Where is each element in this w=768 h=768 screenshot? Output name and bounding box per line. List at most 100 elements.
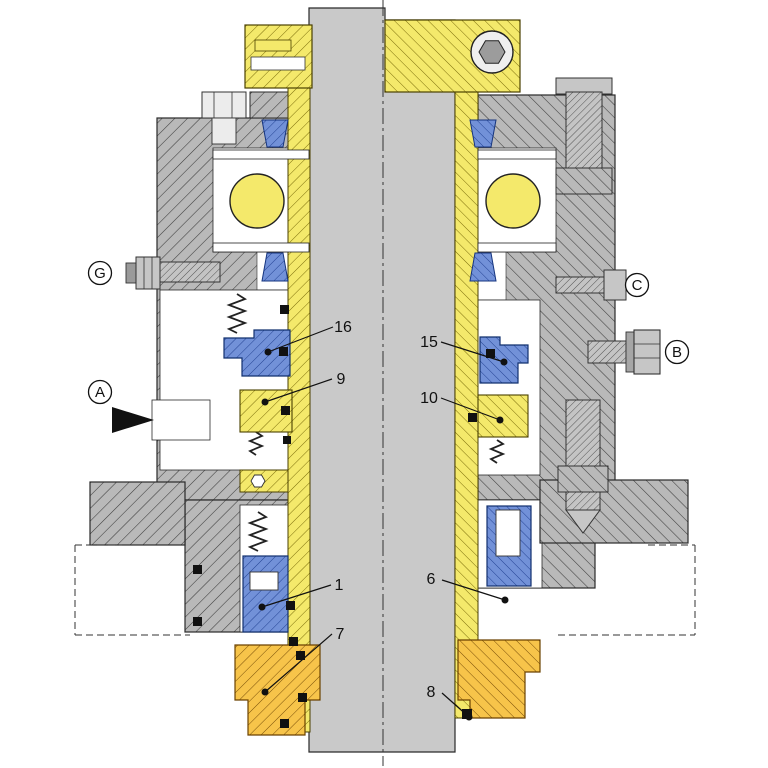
o-ring xyxy=(286,601,295,610)
circle-b xyxy=(664,339,690,365)
left-seal-face-16 xyxy=(223,329,291,377)
circle-a xyxy=(87,379,113,405)
right-bearing-outer-race xyxy=(477,149,557,160)
left-bearing-ball xyxy=(229,173,285,229)
leader-dot xyxy=(261,398,269,406)
part-number-labels: 16 9 15 10 1 6 7 8 xyxy=(334,319,438,701)
c-bolt-head xyxy=(603,269,627,301)
leader-16 xyxy=(267,326,334,353)
label-7: 7 xyxy=(336,626,345,643)
leader-8 xyxy=(441,692,470,718)
lower-right-stud xyxy=(565,399,601,511)
leaders-group xyxy=(261,326,506,718)
o-ring xyxy=(279,347,288,356)
right-bottom-seal-wedge xyxy=(469,252,497,282)
stud-tip xyxy=(565,509,601,534)
bearings-group xyxy=(212,149,557,253)
lower-right-pin xyxy=(495,509,521,557)
o-rings-group xyxy=(193,305,495,728)
o-ring xyxy=(281,406,290,415)
right-gland-8 xyxy=(457,639,541,719)
label-g: G xyxy=(94,265,106,282)
hex-socket-icon xyxy=(478,40,506,64)
leader-7 xyxy=(264,633,333,693)
connection-letters: G A C B xyxy=(87,260,690,433)
top-collars-group xyxy=(244,19,521,93)
label-16: 16 xyxy=(334,319,352,336)
label-6: 6 xyxy=(427,571,436,588)
label-15: 15 xyxy=(420,334,438,351)
o-ring xyxy=(468,413,477,422)
left-port-a xyxy=(151,399,211,441)
datum-lines-group xyxy=(74,544,696,636)
upper-left-spring xyxy=(226,293,248,334)
leader-dots-group xyxy=(258,348,509,721)
leader-6 xyxy=(441,579,506,601)
lower-left-seal-1 xyxy=(242,555,289,633)
left-seat-spring xyxy=(247,431,265,456)
right-seal-seat-10 xyxy=(477,394,529,438)
set-screw-hex-icon xyxy=(250,474,266,488)
label-10: 10 xyxy=(420,390,438,407)
bearing-seals-group xyxy=(261,119,497,282)
leader-1 xyxy=(261,584,332,608)
lower-seals-group xyxy=(242,505,532,633)
g-bolt-shank xyxy=(159,261,221,283)
b-bolt-shank xyxy=(587,340,627,364)
circle-g xyxy=(87,260,113,286)
b-bolt-washer xyxy=(625,331,635,373)
right-seal-chamber xyxy=(477,299,541,476)
left-bearing-outer-race xyxy=(212,149,310,160)
o-ring xyxy=(289,637,298,646)
g-bolt-head xyxy=(135,256,161,290)
leader-dot xyxy=(501,596,509,604)
left-flange xyxy=(89,481,186,546)
label-c: C xyxy=(632,277,643,294)
leader-9 xyxy=(264,378,333,403)
leader-10 xyxy=(440,397,501,421)
label-b: B xyxy=(672,344,682,361)
top-right-nut xyxy=(555,167,613,195)
o-ring xyxy=(283,436,291,444)
circle-c xyxy=(624,272,650,298)
lower-right-nut xyxy=(557,465,609,493)
label-1: 1 xyxy=(335,577,344,594)
o-ring xyxy=(193,565,202,574)
right-bearing-ball xyxy=(485,173,541,229)
lower-left-spring xyxy=(247,511,269,552)
right-top-seal-wedge xyxy=(469,119,497,148)
right-bearing-inner-race xyxy=(477,242,557,253)
label-8: 8 xyxy=(427,684,436,701)
o-ring xyxy=(280,719,289,728)
leader-dot xyxy=(258,603,266,611)
label-a: A xyxy=(95,384,105,401)
left-top-seal-wedge xyxy=(261,119,289,148)
shaft-group xyxy=(308,0,456,766)
leader-dot xyxy=(465,713,473,721)
leader-dot xyxy=(261,688,269,696)
o-ring xyxy=(280,305,289,314)
leader-dot xyxy=(496,416,504,424)
o-ring xyxy=(296,651,305,660)
o-ring xyxy=(486,349,495,358)
fasteners-group xyxy=(125,77,661,534)
c-bolt-shank xyxy=(555,276,607,294)
g-bolt-collar xyxy=(125,262,137,284)
leader-dot xyxy=(500,358,508,366)
left-bearing-inner-race xyxy=(212,242,310,253)
left-gland-7 xyxy=(234,644,321,736)
leader-dot xyxy=(264,348,272,356)
o-ring xyxy=(298,693,307,702)
left-clamp-screw xyxy=(254,39,292,52)
top-right-stud xyxy=(565,91,603,177)
lower-left-fitting xyxy=(249,571,279,591)
left-bottom-seal-wedge xyxy=(261,252,289,282)
glands-group xyxy=(234,639,541,736)
springs-group xyxy=(226,293,506,552)
b-bolt-head xyxy=(633,329,661,375)
o-ring xyxy=(462,709,472,719)
left-clamp-slot xyxy=(250,56,306,71)
top-left-bolt-head xyxy=(201,91,247,119)
